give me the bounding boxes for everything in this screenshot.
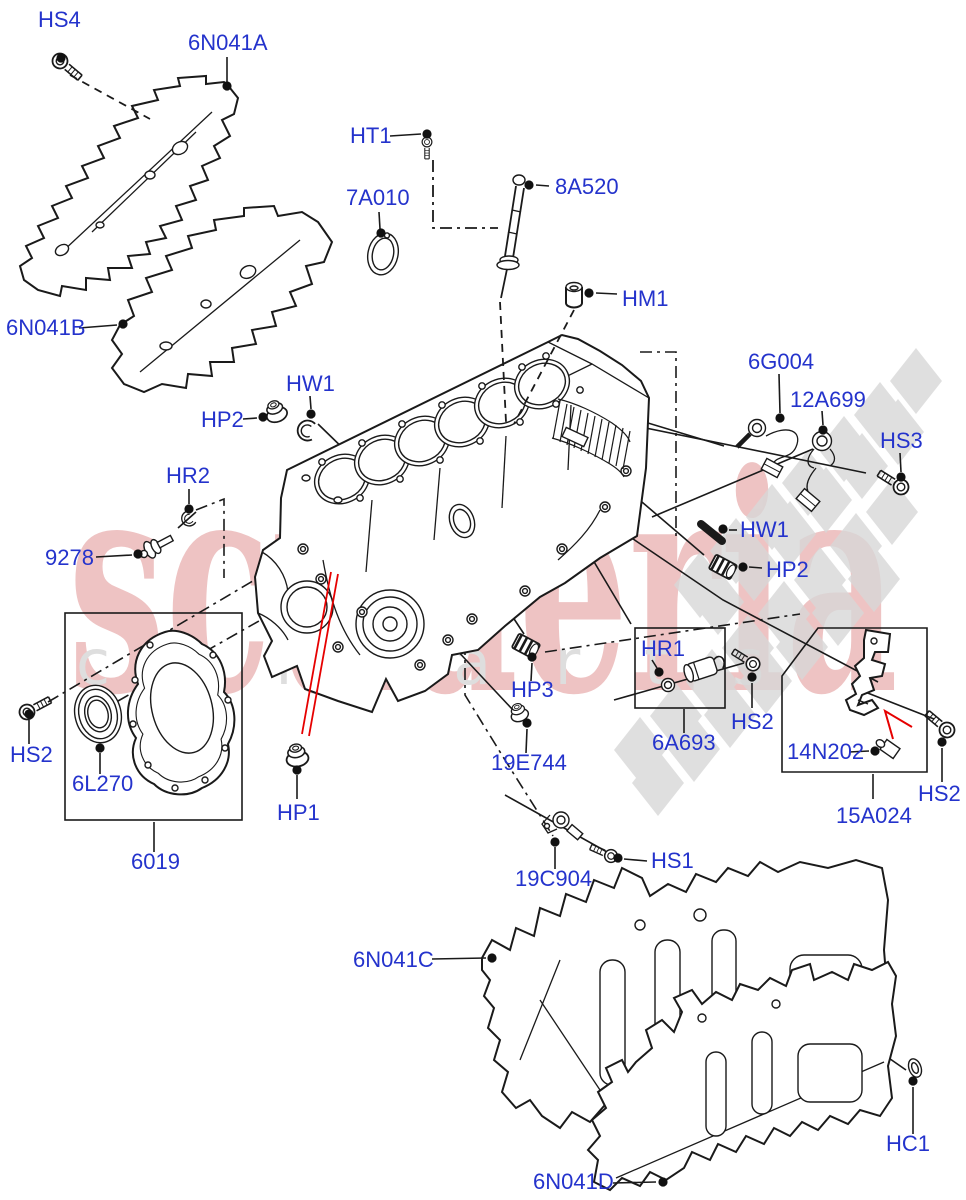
callout-dot-HR2-9 [184, 504, 194, 514]
pin-HW1-right-icon [697, 520, 726, 545]
callout-label-HR1-18[interactable]: HR1 [641, 636, 685, 661]
bolt-HS2-left-icon [15, 692, 55, 724]
callout-label-8A520-4[interactable]: 8A520 [555, 174, 619, 199]
callout-label-6N041D-32[interactable]: 6N041D [533, 1169, 614, 1194]
callout-label-HS1-29[interactable]: HS1 [651, 848, 694, 873]
callout-dot-HS3-13 [896, 472, 906, 482]
callout-dot-HS2-19 [747, 672, 757, 682]
seal-6L270-icon [73, 684, 123, 744]
callout-dot-14N202-21 [870, 746, 880, 756]
sensor-12A699-icon [795, 430, 836, 513]
callout-label-HS2-19[interactable]: HS2 [731, 709, 774, 734]
clip-HC1-icon [907, 1058, 923, 1078]
callout-label-HP2-15[interactable]: HP2 [766, 557, 809, 582]
callout-dot-HS1-29 [613, 853, 623, 863]
part-6N041B-heat-shield [110, 204, 334, 394]
bolt-HS4-icon [48, 49, 86, 85]
dowel-HM1-icon [565, 281, 583, 309]
callout-label-6L270-25[interactable]: 6L270 [72, 771, 133, 796]
callout-label-HM1-5[interactable]: HM1 [622, 286, 668, 311]
bolt-HT1-icon [421, 136, 433, 160]
callout-label-HP3-16[interactable]: HP3 [511, 677, 554, 702]
callout-dot-HS2-24 [24, 709, 34, 719]
callout-label-6N041B-6[interactable]: 6N041B [6, 315, 86, 340]
engine-block [253, 333, 651, 714]
callout-dot-6N041A-1 [222, 81, 232, 91]
callout-label-HS4-0[interactable]: HS4 [38, 7, 81, 32]
callout-dot-HS2-23 [937, 737, 947, 747]
part-6N041A-heat-shield [18, 74, 240, 298]
callout-dot-HW1-7 [306, 409, 316, 419]
callout-dot-6G004-11 [775, 413, 785, 423]
callout-dot-HM1-5 [584, 288, 594, 298]
callout-label-HW1-14[interactable]: HW1 [740, 517, 789, 542]
callout-label-7A010-3[interactable]: 7A010 [346, 185, 410, 210]
callout-label-9278-10[interactable]: 9278 [45, 545, 94, 570]
callout-dot-9278-10 [133, 549, 143, 559]
callout-label-19E744-17[interactable]: 19E744 [491, 750, 567, 775]
callout-label-6019-26[interactable]: 6019 [131, 849, 180, 874]
callout-label-14N202-21[interactable]: 14N202 [787, 739, 864, 764]
sensor-6G004-icon [735, 418, 799, 479]
callout-label-HR2-9[interactable]: HR2 [166, 463, 210, 488]
tube-8A520-icon [496, 174, 526, 299]
callout-dot-HW1-14 [718, 524, 728, 534]
callout-label-19C904-28[interactable]: 19C904 [515, 866, 592, 891]
callout-label-6N041A-1[interactable]: 6N041A [188, 30, 268, 55]
sensor-19C904-icon [541, 811, 584, 841]
callout-label-HC1-31[interactable]: HC1 [886, 1131, 930, 1156]
callout-label-HP1-27[interactable]: HP1 [277, 800, 320, 825]
callout-dot-HT1-2 [422, 129, 432, 139]
callout-dot-8A520-4 [524, 180, 534, 190]
nut-14N202-icon [875, 738, 901, 760]
callout-dot-HS4-0 [56, 53, 66, 63]
callout-label-6N041C-30[interactable]: 6N041C [353, 947, 434, 972]
callout-dot-6N041D-32 [658, 1177, 668, 1187]
callout-dot-HP1-27 [292, 765, 302, 775]
callout-dot-19E744-17 [522, 718, 532, 728]
callout-label-HW1-7[interactable]: HW1 [286, 371, 335, 396]
callout-dot-6L270-25 [95, 743, 105, 753]
hardware-icons [15, 49, 959, 1078]
callout-label-12A699-12[interactable]: 12A699 [790, 387, 866, 412]
bracket-15A024-icon [844, 628, 892, 717]
callout-label-HS2-24[interactable]: HS2 [10, 742, 53, 767]
callout-dot-HR1-18 [654, 667, 664, 677]
checkered-flag-pattern [614, 348, 942, 816]
callout-dot-HC1-31 [908, 1076, 918, 1086]
gasket-7A010-icon [366, 232, 400, 276]
group-box-15A024 [781, 627, 928, 773]
oil-cooler-ribs [551, 398, 631, 478]
part-6N041D-heat-shield [586, 960, 898, 1192]
callout-dot-12A699-12 [818, 425, 828, 435]
callout-label-6A693-20[interactable]: 6A693 [652, 730, 716, 755]
callout-dot-19C904-28 [550, 837, 560, 847]
callout-dot-HP2-8 [258, 412, 268, 422]
callout-label-15A024-22[interactable]: 15A024 [836, 803, 912, 828]
callout-dot-6N041B-6 [118, 319, 128, 329]
sensor-HR1-icon [660, 655, 725, 693]
callout-dot-HP3-16 [527, 652, 537, 662]
callout-dot-HP2-15 [738, 562, 748, 572]
callout-label-HS2-23[interactable]: HS2 [918, 781, 961, 806]
callout-label-HP2-8[interactable]: HP2 [201, 407, 244, 432]
callout-label-HS3-13[interactable]: HS3 [880, 428, 923, 453]
callout-dot-6N041C-30 [487, 953, 497, 963]
callout-label-HT1-2[interactable]: HT1 [350, 123, 392, 148]
callout-dot-7A010-3 [376, 228, 386, 238]
group-box-6A693 [634, 627, 726, 709]
callout-label-6G004-11[interactable]: 6G004 [748, 349, 814, 374]
group-box-6019 [64, 612, 243, 821]
gasket-6019-icon [127, 629, 236, 796]
